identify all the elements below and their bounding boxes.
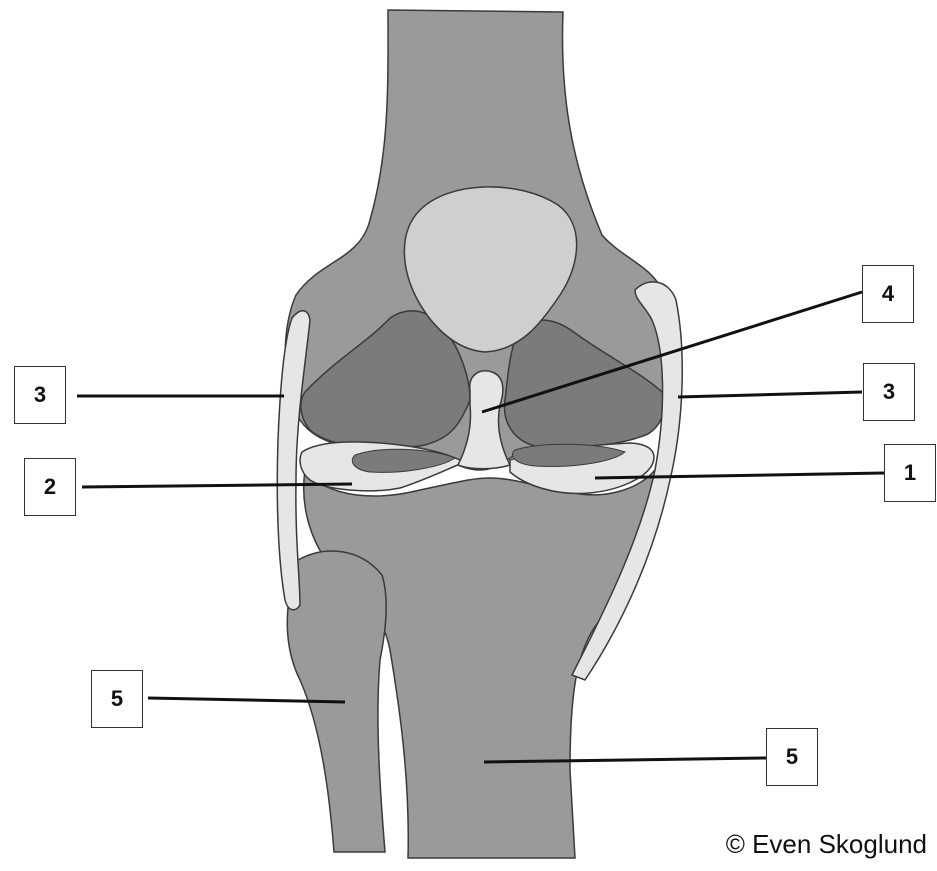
leader-line-3-right [678, 392, 862, 397]
label-3-left: 3 [14, 366, 66, 424]
label-3-right: 3 [863, 363, 915, 421]
label-2: 2 [24, 458, 76, 516]
copyright-credit: © Even Skoglund [726, 829, 927, 860]
label-4: 4 [862, 265, 914, 323]
label-1: 1 [884, 444, 936, 502]
label-6: 5 [91, 670, 143, 728]
label-5: 5 [766, 728, 818, 786]
